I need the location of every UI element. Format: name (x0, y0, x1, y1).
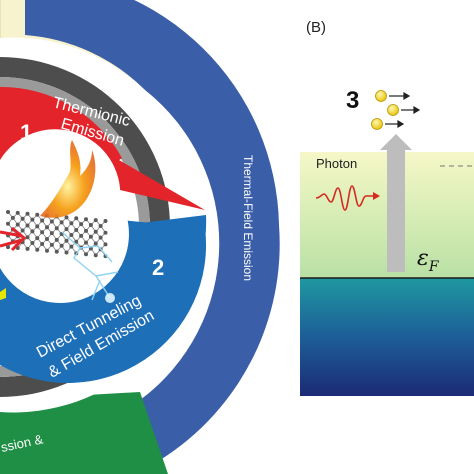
lattice-atom (6, 245, 10, 250)
fermi-subscript: F (428, 259, 440, 275)
lattice-atom (45, 225, 49, 230)
lattice-atom (40, 241, 45, 246)
lattice-atom (35, 236, 40, 241)
tunneling-segment-top (100, 215, 207, 240)
lattice-atom (103, 230, 108, 235)
lattice-atom (79, 233, 84, 238)
lattice-atom (49, 231, 54, 236)
lattice-atom (93, 253, 98, 258)
lattice-atom (84, 240, 88, 245)
lattice-atom (69, 221, 74, 226)
lattice-atom (30, 241, 35, 246)
lattice-atom (88, 223, 93, 228)
lattice-atom (74, 228, 79, 232)
lattice-atom (98, 235, 103, 240)
thermionic-number: 1 (20, 120, 32, 145)
lattice-atom (103, 219, 108, 223)
fermi-symbol: ε (417, 246, 429, 271)
lattice-atom (10, 215, 15, 220)
panel-b: (B) 3 Photon εF (300, 19, 474, 396)
lattice-atom (15, 222, 20, 227)
lattice-atom (25, 211, 30, 216)
lattice-atom (64, 250, 69, 255)
red-arrow-icon (0, 226, 27, 252)
photon-label: Photon (316, 156, 357, 171)
lattice-atom (69, 244, 74, 249)
lattice-atom (40, 218, 45, 223)
lattice-atom (93, 218, 98, 223)
lattice-atom (74, 239, 79, 244)
lattice-atom (6, 210, 10, 214)
lattice-atom (54, 249, 59, 254)
tunneling-number: 2 (152, 255, 164, 280)
lattice-atom (54, 237, 59, 242)
lattice-atom (20, 216, 25, 221)
lattice-atom (84, 228, 88, 233)
lattice-atom (54, 226, 59, 231)
lightning-icon (61, 231, 119, 301)
filled-states-region (300, 278, 474, 396)
lattice-atom (35, 212, 40, 217)
outer-ring-green-segment (0, 392, 168, 474)
lattice-atom (84, 252, 88, 257)
fermi-level-label: εF (417, 246, 440, 275)
lattice-atom (25, 235, 30, 240)
lattice-atom (45, 237, 49, 241)
lattice-atom (98, 223, 103, 228)
lattice-atom (45, 248, 49, 253)
lattice-atom (93, 229, 98, 234)
step-number-3: 3 (346, 87, 359, 114)
photon-wave-icon (315, 185, 374, 211)
outer-ring-thermal-field-segment (25, 0, 280, 460)
lattice-atom (84, 217, 88, 222)
lattice-atom (64, 238, 69, 243)
lattice-atom (64, 227, 69, 232)
partial-icon (0, 288, 6, 300)
lattice-atom (30, 217, 35, 222)
flame-icon (40, 140, 96, 218)
tunneling-segment (0, 220, 207, 383)
excitation-arrow-icon (380, 134, 412, 272)
lattice-atom (25, 223, 30, 228)
lattice-atom (79, 222, 84, 227)
photon-arrowhead-icon (373, 192, 380, 200)
panel-b-letter: (B) (306, 19, 326, 36)
lattice-atom (49, 242, 54, 247)
lattice-atom (59, 220, 64, 225)
lattice-atom (93, 241, 98, 246)
emitted-electrons-icon (371, 90, 421, 130)
graphene-lattice (6, 210, 108, 259)
lattice-atom (6, 221, 10, 226)
emission-wheel: 1 Thermionic Emission 2 Direct Tunneling… (0, 0, 280, 474)
lattice-atom (49, 219, 54, 224)
lattice-atom (35, 247, 40, 252)
lattice-atom (59, 243, 64, 248)
lattice-atom (64, 215, 69, 220)
lattice-atom (40, 230, 45, 235)
lattice-atom (69, 232, 74, 237)
lattice-atom (25, 246, 30, 251)
thermal-field-label: Thermal-Field Emission (241, 155, 255, 281)
lattice-atom (30, 229, 35, 234)
lattice-atom (35, 224, 40, 229)
lattice-atom (20, 228, 25, 233)
lattice-atom (103, 242, 108, 247)
lattice-atom (88, 234, 93, 239)
lattice-atom (74, 216, 79, 221)
lightning-spark-icon (105, 293, 115, 303)
lattice-atom (15, 210, 20, 215)
